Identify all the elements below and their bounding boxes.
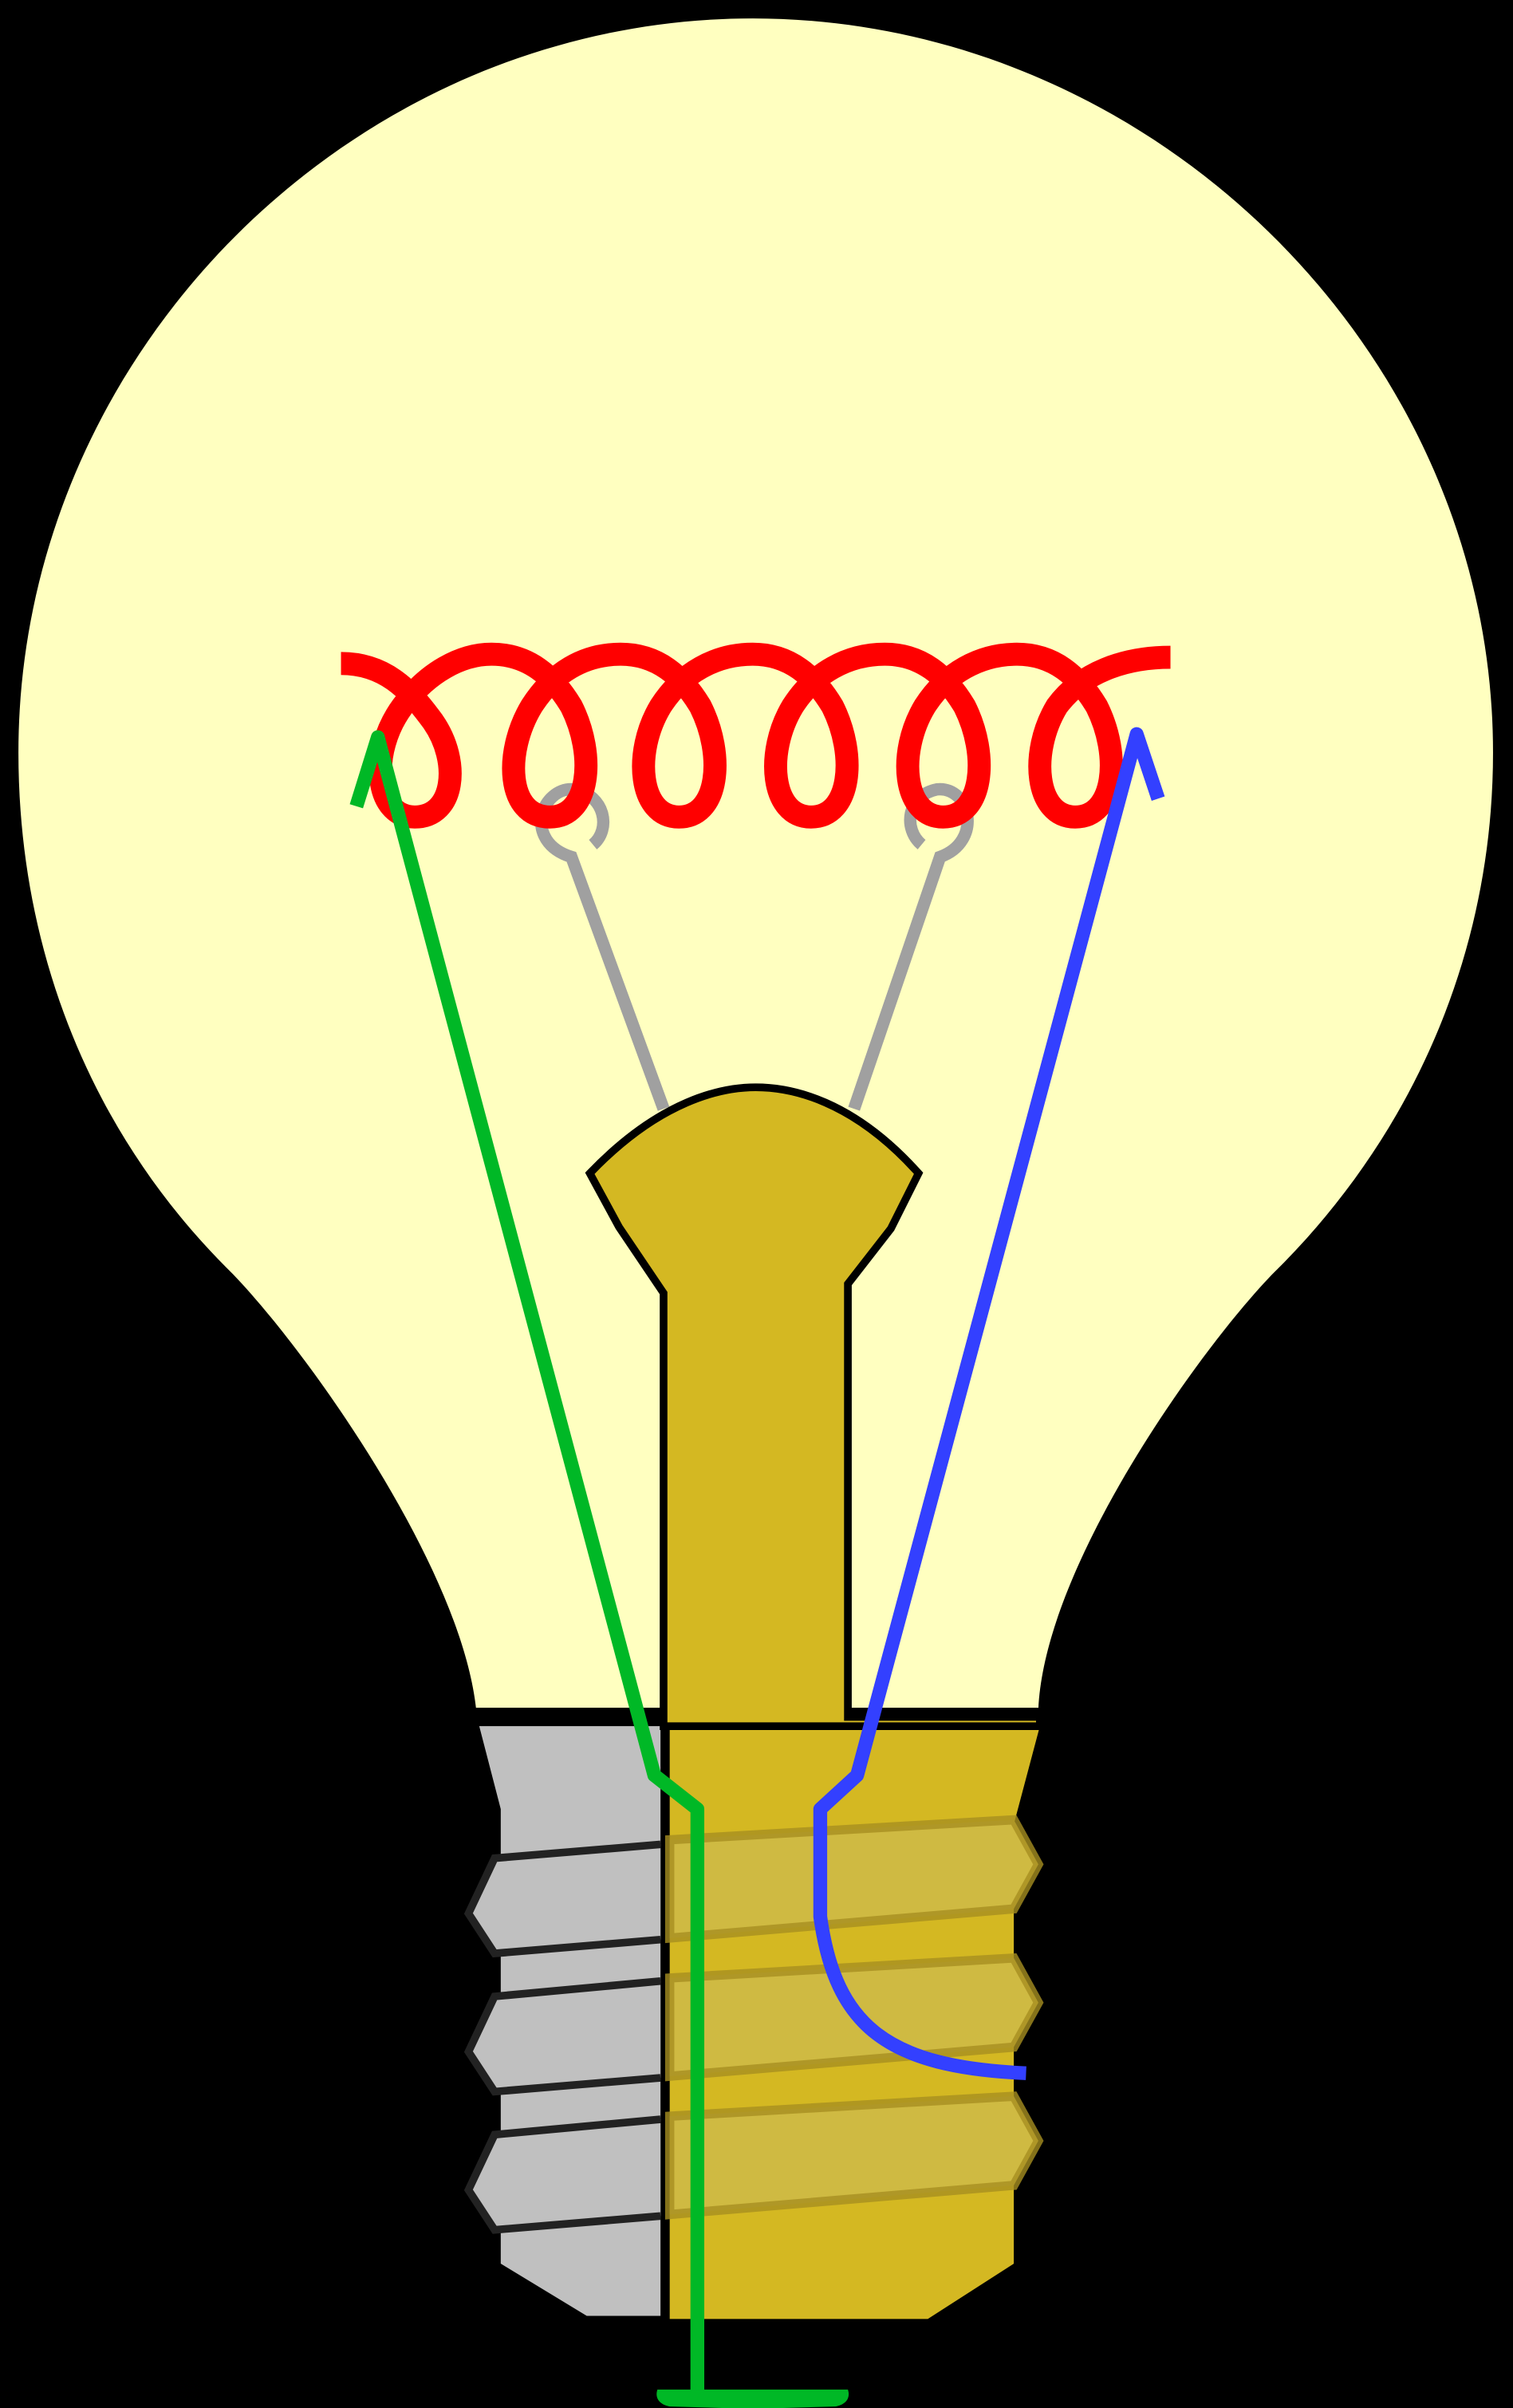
- filament: [341, 642, 1171, 829]
- foot-contact: [656, 2389, 849, 2408]
- glass-stem: [585, 1083, 1044, 1730]
- lead-wire-left: [349, 730, 705, 2396]
- glass-bulb: [18, 18, 1493, 1709]
- lead-wire-right: [813, 727, 1165, 2080]
- screw-threads-left: [463, 1840, 661, 2234]
- support-wires: [535, 782, 974, 1111]
